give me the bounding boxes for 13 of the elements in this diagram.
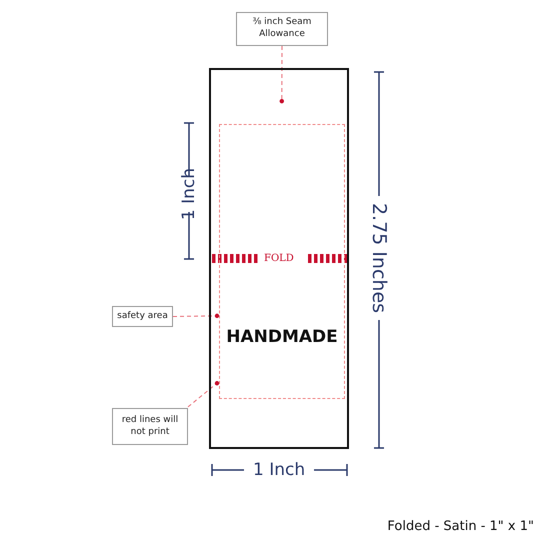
- dimension-label: 2.75 Inches: [368, 202, 390, 314]
- leader-line: [172, 314, 220, 318]
- label-outline: [209, 68, 349, 449]
- callout-box: red lines will not print: [112, 408, 188, 445]
- leader-line: [188, 381, 220, 408]
- fold-label: FOLD: [262, 252, 296, 264]
- dimension-label: 1 Inch: [253, 460, 306, 480]
- dimension-label: 1 Inch: [179, 168, 200, 220]
- callout-box: ⅜ inch Seam Allowance: [236, 12, 328, 46]
- callout-box: safety area: [112, 306, 173, 327]
- label-text: HANDMADE: [225, 327, 339, 347]
- leader-line: [280, 46, 284, 104]
- caption: Folded - Satin - 1" x 1": [387, 519, 534, 534]
